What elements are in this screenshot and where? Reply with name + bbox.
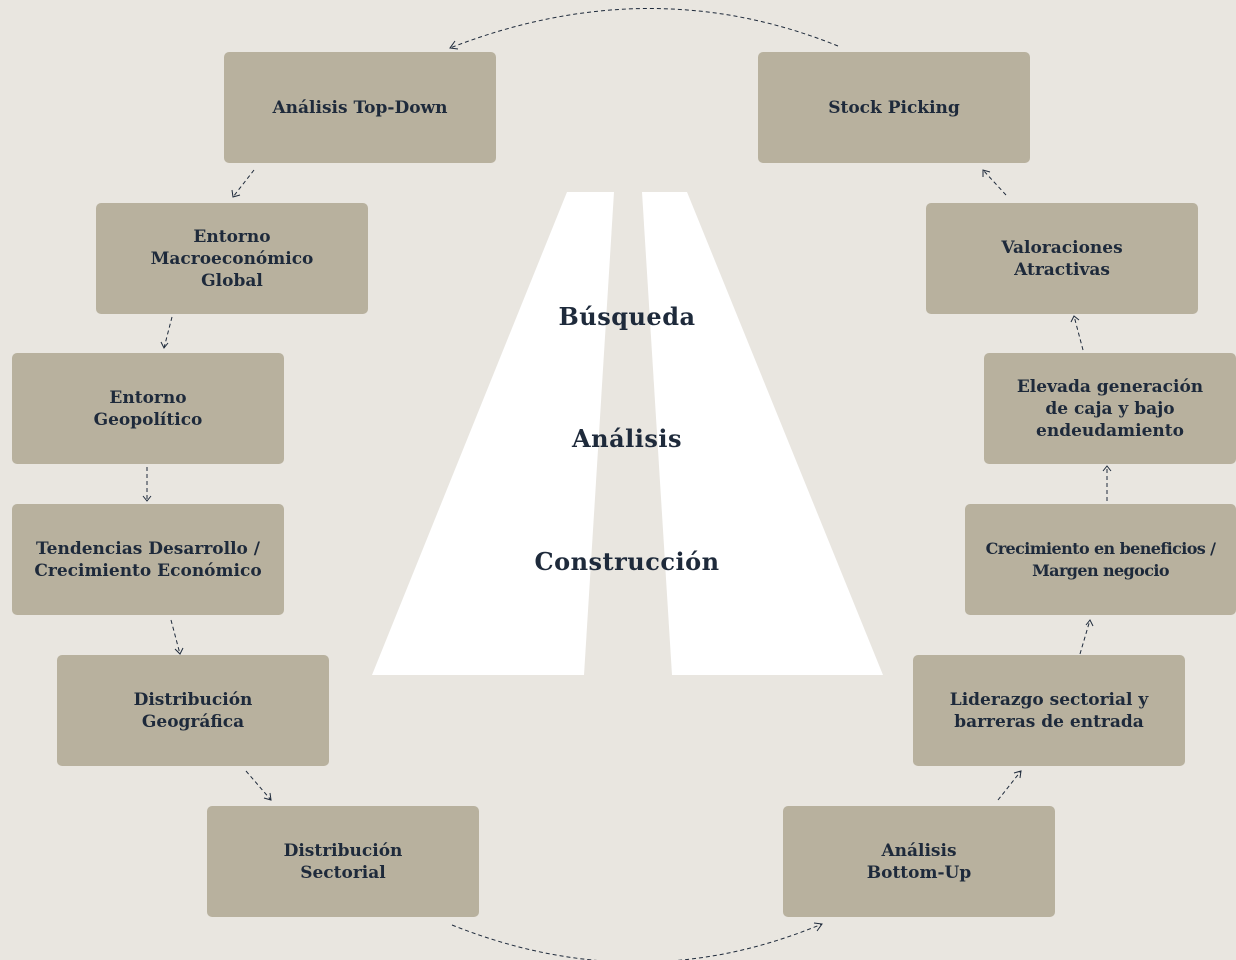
box-liderazgo-sectorial: Liderazgo sectorial y barreras de entrad… [913, 655, 1185, 766]
box-generacion-caja-label: Elevada generación de caja y bajo endeud… [1016, 376, 1204, 441]
road-left-lane [372, 192, 614, 675]
road-right-lane [642, 192, 883, 675]
box-generacion-caja: Elevada generación de caja y bajo endeud… [984, 353, 1236, 464]
box-analisis-top-down-label: Análisis Top-Down [272, 97, 448, 118]
box-valoraciones-atractivas: Valoraciones Atractivas [926, 203, 1198, 314]
box-stock-picking-label: Stock Picking [828, 97, 960, 118]
box-analisis-bottom-up: Análisis Bottom-Up [783, 806, 1055, 917]
box-distribucion-sectorial: Distribución Sectorial [207, 806, 479, 917]
box-entorno-geopolitico: Entorno Geopolítico [12, 353, 284, 464]
box-crecimiento-beneficios: Crecimiento en beneficios / Margen negoc… [965, 504, 1236, 615]
box-entorno-macroeconomico-label: Entorno Macroeconómico Global [150, 226, 314, 291]
box-tendencias-desarrollo: Tendencias Desarrollo / Crecimiento Econ… [12, 504, 284, 615]
box-tendencias-desarrollo-label: Tendencias Desarrollo / Crecimiento Econ… [34, 538, 262, 581]
box-distribucion-sectorial-label: Distribución Sectorial [283, 840, 403, 883]
box-stock-picking: Stock Picking [758, 52, 1030, 163]
box-liderazgo-sectorial-label: Liderazgo sectorial y barreras de entrad… [949, 689, 1149, 732]
box-distribucion-geografica: Distribución Geográfica [57, 655, 329, 766]
road-label-busqueda: Búsqueda [558, 302, 696, 331]
road-label-analisis: Análisis [572, 424, 682, 453]
box-analisis-bottom-up-label: Análisis Bottom-Up [866, 840, 972, 883]
box-entorno-macroeconomico: Entorno Macroeconómico Global [96, 203, 368, 314]
box-distribucion-geografica-label: Distribución Geográfica [133, 689, 253, 732]
box-valoraciones-atractivas-label: Valoraciones Atractivas [1001, 237, 1123, 280]
road-label-construccion: Construcción [534, 547, 720, 576]
box-analisis-top-down: Análisis Top-Down [224, 52, 496, 163]
box-entorno-geopolitico-label: Entorno Geopolítico [93, 387, 203, 430]
box-crecimiento-beneficios-label: Crecimiento en beneficios / Margen negoc… [985, 538, 1216, 580]
